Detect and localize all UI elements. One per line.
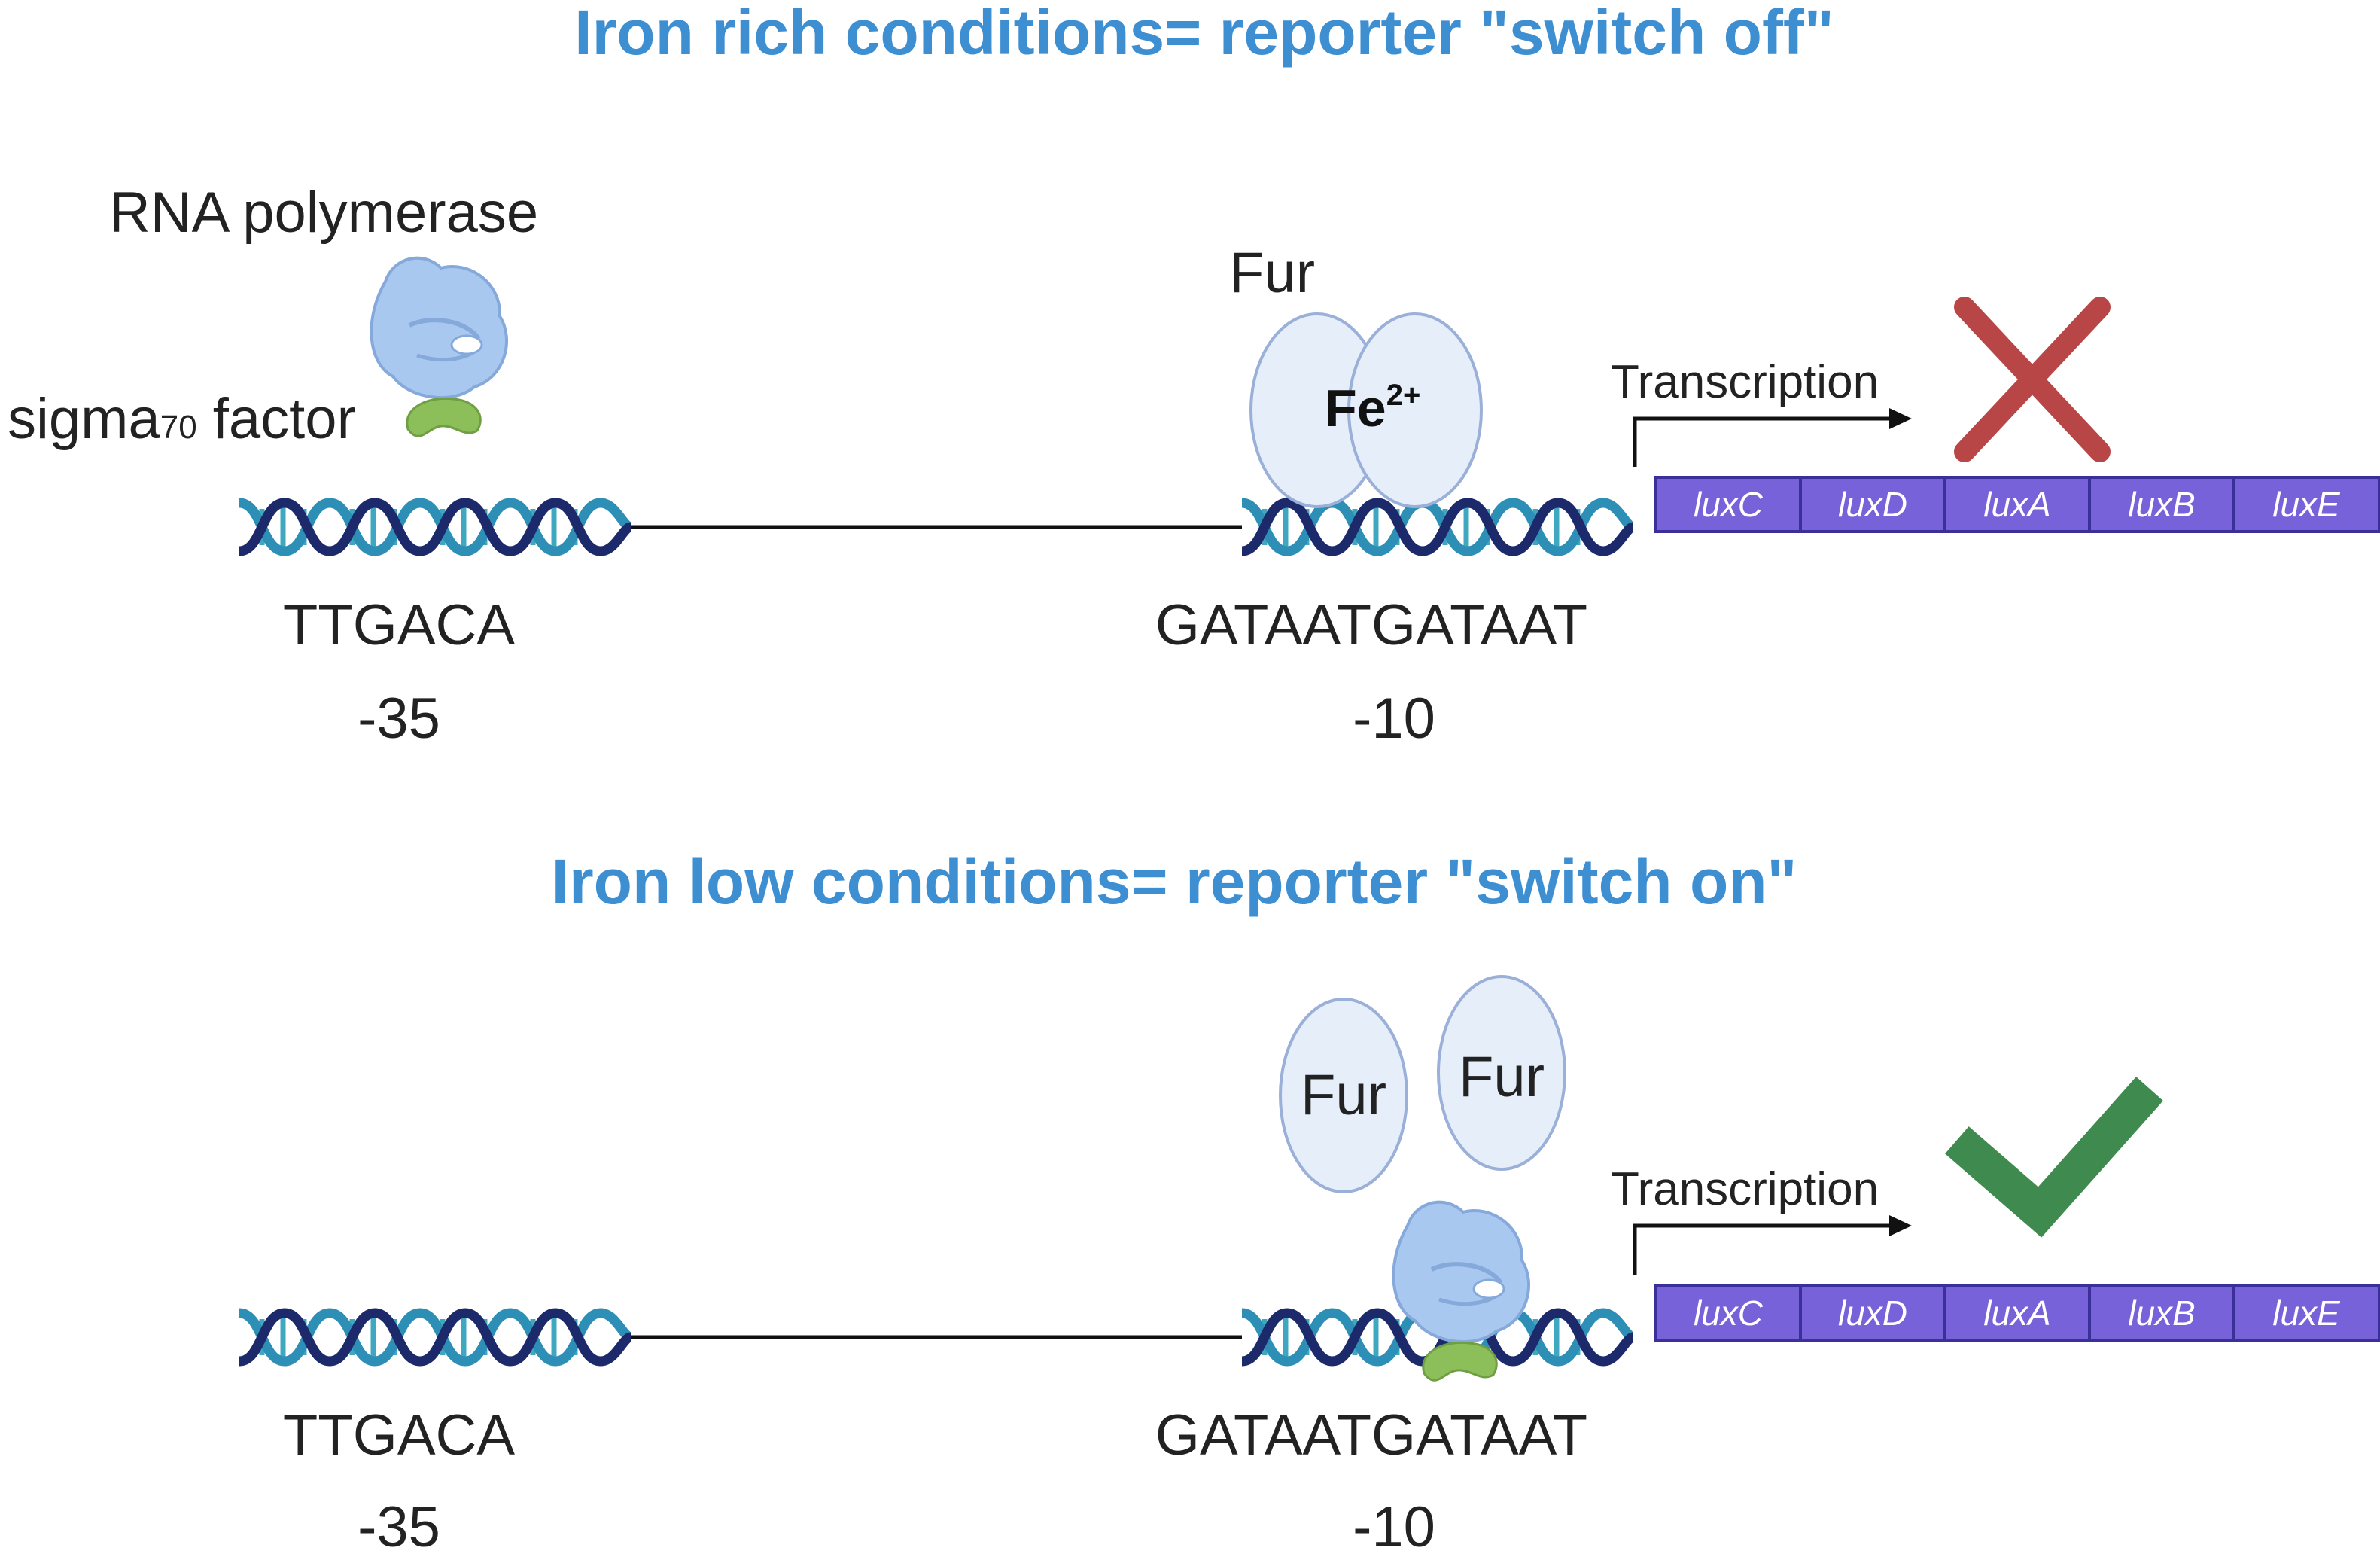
rna-polymerase-icon	[371, 258, 507, 398]
fur-protein-right	[1347, 312, 1483, 508]
sequence-minus35-top: TTGACA	[283, 593, 516, 657]
sequence-minus35-bottom: TTGACA	[283, 1403, 516, 1467]
check-icon	[1945, 1077, 2163, 1238]
position-minus35-top: -35	[358, 687, 440, 751]
dna-helix-right-top	[1242, 503, 1633, 551]
fur-label-top: Fur	[1229, 241, 1315, 305]
transcription-arrow-bottom	[1633, 1223, 1897, 1275]
gene-lux-d-top: luxD	[1838, 485, 1907, 524]
position-minus10-bottom: -10	[1353, 1495, 1435, 1559]
lux-operon-bottom: luxC luxD luxA luxB luxE	[1654, 1284, 2380, 1342]
sigma-factor-bound-icon	[1422, 1341, 1498, 1382]
gene-lux-b-bottom: luxB	[2128, 1293, 2195, 1333]
cross-icon	[1954, 297, 2111, 462]
gene-lux-c-top: luxC	[1694, 485, 1764, 524]
dna-helix-left-top	[239, 503, 631, 551]
top-panel-title: Iron rich conditions= reporter "switch o…	[574, 0, 1834, 68]
sigma-factor-label: sigma70 factor	[8, 387, 356, 451]
sequence-minus10-top: GATAATGATAAT	[1155, 593, 1587, 657]
fur-protein-free-2	[1437, 975, 1566, 1171]
fur-protein-free-1	[1279, 998, 1408, 1193]
transcription-arrow-top	[1633, 416, 1897, 467]
rna-polymerase-bound-icon	[1393, 1202, 1529, 1342]
lux-operon-top: luxC luxD luxA luxB luxE	[1654, 476, 2380, 533]
position-minus10-top: -10	[1353, 687, 1435, 751]
rna-polymerase-label: RNA polymerase	[109, 181, 538, 245]
gene-lux-c-bottom: luxC	[1694, 1293, 1764, 1333]
fur-label-bottom-1: Fur	[1301, 1063, 1386, 1127]
transcription-arrowhead-bottom	[1889, 1215, 1912, 1236]
gene-lux-a-bottom: luxA	[1983, 1293, 2050, 1333]
gene-lux-a-top: luxA	[1983, 485, 2050, 524]
sigma-factor-icon	[406, 397, 482, 437]
gene-lux-b-top: luxB	[2128, 485, 2195, 524]
transcription-label-bottom: Transcription	[1611, 1163, 1879, 1215]
gene-lux-e-top: luxE	[2272, 485, 2341, 524]
transcription-arrowhead-top	[1889, 408, 1912, 429]
gene-lux-e-bottom: luxE	[2272, 1293, 2341, 1333]
position-minus35-bottom: -35	[358, 1495, 440, 1559]
sequence-minus10-bottom: GATAATGATAAT	[1155, 1403, 1587, 1467]
iron-ion-label: Fe2+	[1325, 379, 1420, 437]
gene-lux-d-bottom: luxD	[1838, 1293, 1907, 1333]
transcription-label-top: Transcription	[1611, 356, 1879, 408]
bottom-panel-title: Iron low conditions= reporter "switch on…	[552, 846, 1797, 917]
fur-label-bottom-2: Fur	[1459, 1045, 1545, 1109]
dna-helix-left-bottom	[239, 1313, 631, 1361]
